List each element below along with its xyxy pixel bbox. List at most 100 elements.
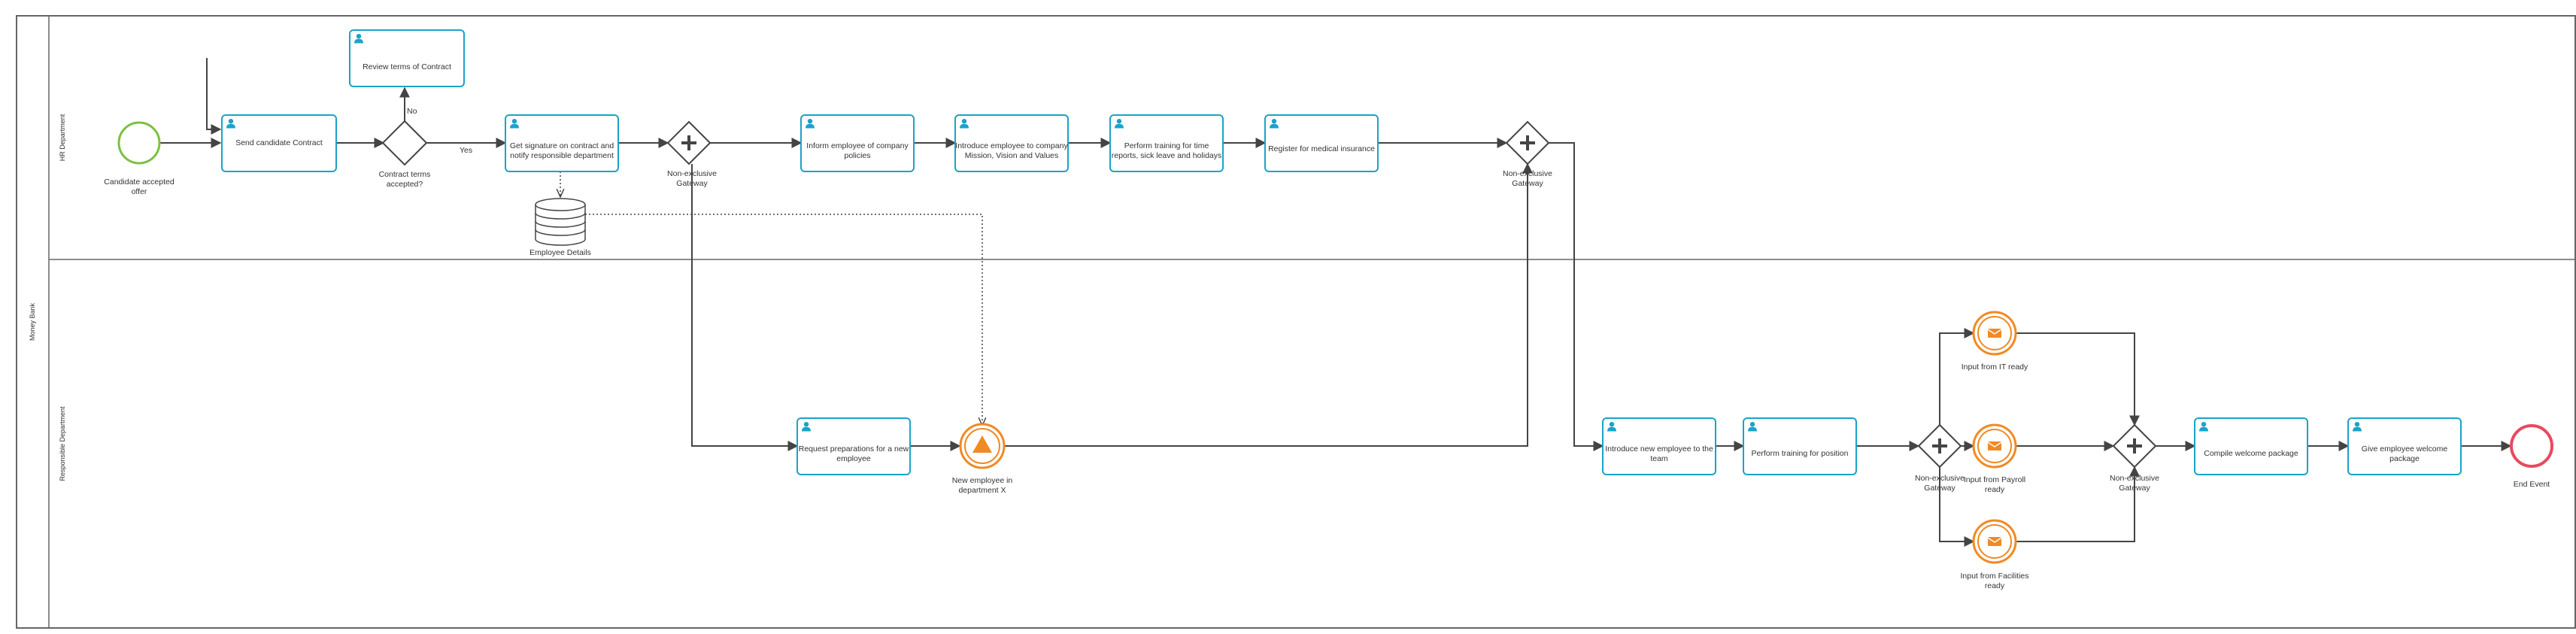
lane-title-responsible: Responsible Department [59,406,66,481]
flow-facilities-to-join[interactable] [2016,466,2140,542]
task-introduce-team[interactable]: Introduce new employee to the team [1602,417,1716,475]
gateway-label-line-2: accepted? [387,180,423,189]
event-input-payroll[interactable]: Input from Payroll ready [1964,423,2025,494]
gateway-non-exclusive-hr-2[interactable]: Non-exclusive Gateway [1503,120,1552,188]
task-box [954,114,1069,172]
task-inform-policies[interactable]: Inform employee of company policies [800,114,915,172]
gateway-label-line-2: Gateway [676,179,708,188]
task-send-contract[interactable]: Send candidate Contract [221,114,337,172]
end-event-label: End Event [2514,480,2550,489]
data-store[interactable]: Employee Details [529,198,591,257]
task-label-line-2: Mission, Vision and Values [965,151,1059,160]
flow-gateway-to-introduce-team[interactable] [1549,142,1604,451]
task-label-line-2: team [1650,454,1668,463]
pool-border [16,15,2576,629]
task-get-signature[interactable]: Get signature on contract and notify res… [505,114,619,172]
task-box [221,114,337,172]
task-perform-training-position[interactable]: Perform training for position [1743,417,1857,475]
task-label-line-1: Introduce new employee to the [1605,444,1713,454]
flow-review-to-send[interactable] [206,58,222,135]
plus-icon [1932,438,1947,454]
start-event[interactable]: Candidate accepted offer [104,121,174,196]
task-label-line-1: Inform employee of company [806,141,909,150]
task-label-line-2: employee [836,454,871,463]
gateway-non-exclusive-split[interactable]: Non-exclusive Gateway [1915,423,1965,493]
task-box [2347,417,2462,475]
edge-label-no: No [407,107,417,116]
sequence-flows [160,58,2512,547]
pool: Money Bank HR Department Responsible Dep… [16,15,2576,629]
event-label-line-1: New employee in [952,476,1013,485]
task-label-line-1: Give employee welcome [2362,444,2448,454]
flow-it-to-join[interactable] [2016,332,2140,426]
flow-event-to-gateway[interactable] [1005,162,1533,447]
task-give-package[interactable]: Give employee welcome package [2347,417,2462,475]
gateway-label-line-2: Gateway [1924,484,1956,493]
task-label-line-1: Perform training for time [1124,141,1209,150]
task-label-line-2: notify responsible department [510,151,614,160]
task-label-line-1: Request preparations for a new [799,444,909,454]
task-perform-training-time[interactable]: Perform training for time reports, sick … [1109,114,1224,172]
plus-icon [681,135,696,150]
task-box [800,114,915,172]
edge-label-yes: Yes [460,146,472,155]
pool-title: Money Bank [29,302,36,341]
event-label-line-1: Input from Facilities [1960,572,2028,581]
data-store-label: Employee Details [529,248,591,257]
task-box [1109,114,1224,172]
flow-split-to-it[interactable] [1939,328,1975,425]
event-input-facilities[interactable]: Input from Facilities ready [1960,519,2029,590]
end-event[interactable]: End Event [2510,424,2553,489]
task-label-line-2: package [2389,454,2420,463]
flow-gateway-to-request[interactable] [691,164,799,451]
task-review-terms[interactable]: Review terms of Contract [349,29,465,87]
lane-title-hr: HR Department [59,114,66,161]
task-label: Register for medical insurance [1268,144,1375,153]
exclusive-gateway-diamond [381,120,428,166]
task-request-preparations[interactable]: Request preparations for a new employee [796,417,911,475]
gateway-contract-terms[interactable]: Contract terms accepted? [379,120,431,189]
event-label: Input from IT ready [1962,363,2028,372]
task-compile-package[interactable]: Compile welcome package [2194,417,2308,475]
gateway-label-line-1: Non-exclusive [1503,169,1552,178]
start-event-label-line-2: offer [132,187,147,196]
plus-icon [1520,135,1535,150]
task-box [505,114,619,172]
task-label: Compile welcome package [2204,449,2298,458]
task-box [2194,417,2308,475]
start-event-label-line-1: Candidate accepted [104,177,174,187]
association-store-to-event[interactable] [585,214,982,426]
gateway-label-line-1: Non-exclusive [2110,474,2159,483]
message-icon [1988,537,2001,546]
event-new-employee[interactable]: New employee in department X [952,423,1013,495]
gateway-non-exclusive-hr-1[interactable]: Non-exclusive Gateway [666,120,717,188]
task-register-insurance[interactable]: Register for medical insurance [1264,114,1379,172]
task-label: Review terms of Contract [363,62,451,71]
task-box [1264,114,1379,172]
end-event-circle [2510,424,2553,468]
task-label: Send candidate Contract [235,138,323,147]
escalation-icon [972,435,992,453]
gateway-label-line-1: Contract terms [379,170,431,179]
event-label-line-2: ready [1985,485,2005,494]
event-label-line-1: Input from Payroll [1964,475,2025,484]
task-introduce-mission[interactable]: Introduce employee to company Mission, V… [954,114,1069,172]
gateway-label-line-2: Gateway [2119,484,2150,493]
task-label-line-2: reports, sick leave and holidays [1112,151,1222,160]
event-label-line-2: ready [1985,581,2005,590]
task-label: Perform training for position [1752,449,1849,458]
task-box [349,29,465,87]
message-icon [1988,441,2001,450]
task-label-line-1: Get signature on contract and [510,141,614,150]
task-box [1743,417,1857,475]
task-label-line-1: Introduce employee to company [955,141,1068,150]
event-input-it[interactable]: Input from IT ready [1962,311,2028,372]
task-box [796,417,911,475]
message-icon [1988,329,2001,338]
gateway-label-line-2: Gateway [1512,179,1543,188]
gateway-non-exclusive-join[interactable]: Non-exclusive Gateway [2110,423,2159,493]
flow-split-to-facilities[interactable] [1939,467,1975,547]
data-associations [560,171,982,426]
